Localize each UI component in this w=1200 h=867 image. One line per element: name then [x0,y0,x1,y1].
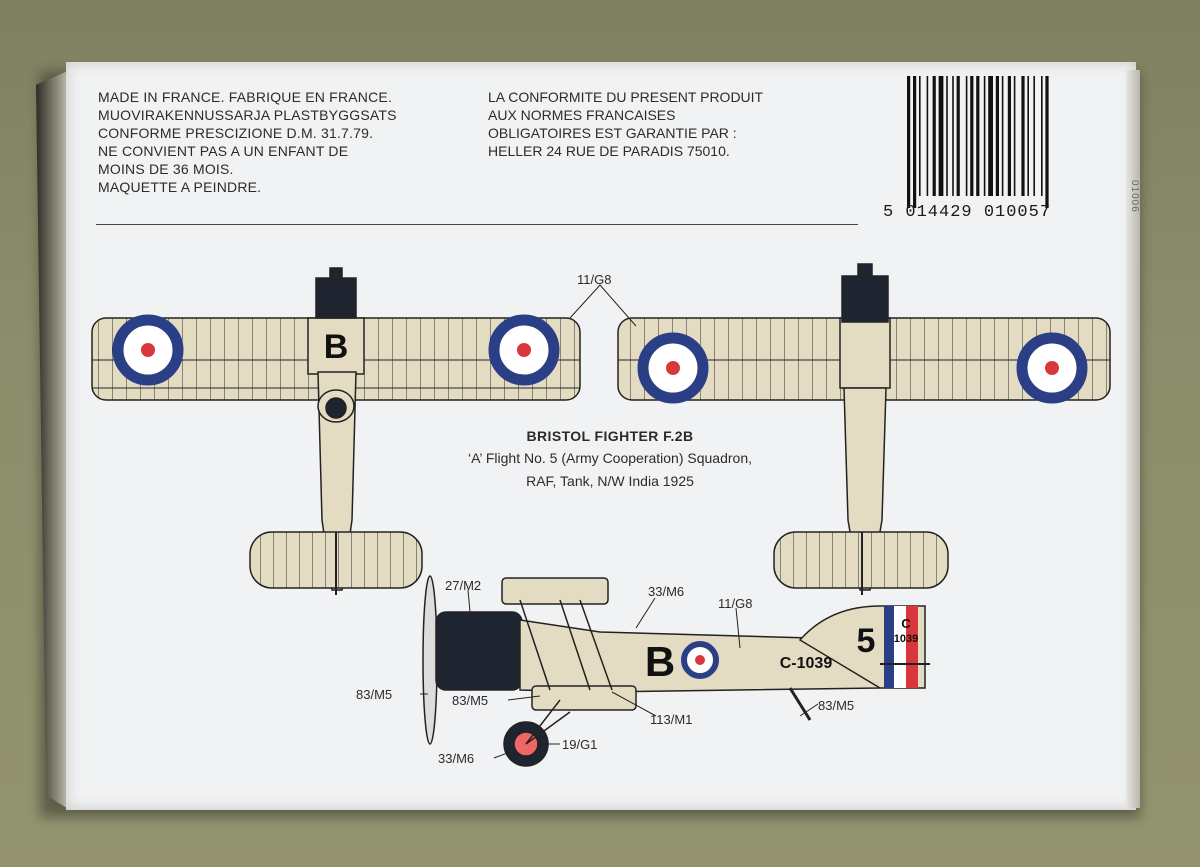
caption-line-2: RAF, Tank, N/W India 1925 [526,473,694,489]
fuselage-paint-ref: 11/G8 [718,596,753,611]
rudder-serial-bottom: 1039 [894,633,918,645]
side-letter: B [645,638,675,685]
top-view [91,267,581,595]
barcode-number: 5 014429 010057 [883,203,1052,222]
legal-line: MOINS DE 36 MOIS. [98,161,234,177]
legal-line: MAQUETTE A PEINDRE. [98,179,262,195]
rudder-serial-top: C [901,616,911,631]
legal-notice: MADE IN FRANCE. FABRIQUE EN FRANCE. MUOV… [98,88,397,196]
legal-line: NE CONVIENT PAS A UN ENFANT DE [98,143,349,159]
bottom-view [617,263,1111,595]
wheel-paint-ref: 33/M6 [438,751,475,766]
caption-line-1: ‘A’ Flight No. 5 (Army Cooperation) Squa… [467,450,752,466]
side-code: 01006 [1129,180,1140,213]
conformity-line: LA CONFORMITE DU PRESENT PRODUIT [488,89,764,105]
legal-line: CONFORME PRESCIZIONE D.M. 31.7.79. [98,125,374,141]
barcode [907,76,1049,208]
aircraft-caption: BRISTOL FIGHTER F.2B ‘A’ Flight No. 5 (A… [400,428,820,490]
wing-paint-ref: 11/G8 [577,272,612,287]
top-letter: B [324,328,349,366]
legal-line: MUOVIRAKENNUSSARJA PLASTBYGGSATS [98,107,397,123]
legal-line: MADE IN FRANCE. FABRIQUE EN FRANCE. [98,89,393,105]
fuselage-serial: C-1039 [780,655,833,672]
fin-number: 5 [857,622,876,660]
hub-paint-ref: 19/G1 [562,737,598,752]
tail-skid-paint-ref: 83/M5 [818,698,855,713]
cowl-paint-ref: 27/M2 [445,578,482,593]
cabane-paint-ref: 113/M1 [650,712,693,727]
strut-paint-ref: 83/M5 [452,693,489,708]
side-view [422,575,930,767]
conformity-notice: LA CONFORMITE DU PRESENT PRODUIT AUX NOR… [488,88,763,160]
divider-rule [96,224,858,225]
aircraft-title: BRISTOL FIGHTER F.2B [526,428,694,444]
gun-paint-ref: 33/M6 [648,584,685,599]
prop-paint-ref: 83/M5 [356,687,393,702]
conformity-line: HELLER 24 RUE DE PARADIS 75010. [488,143,730,159]
conformity-line: AUX NORMES FRANCAISES [488,107,676,123]
box-right-edge [1126,70,1140,808]
conformity-line: OBLIGATOIRES EST GARANTIE PAR : [488,125,737,141]
